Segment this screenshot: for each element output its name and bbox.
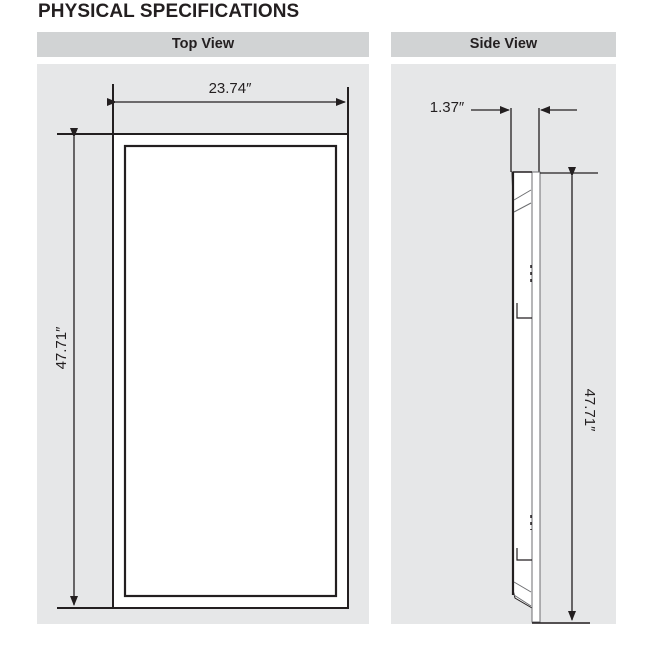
mounting-clip-top — [516, 303, 532, 319]
side-profile-body — [511, 171, 533, 622]
side-view-panel — [391, 64, 616, 624]
side-height-label: 47.71″ — [581, 389, 598, 433]
mounting-clip-bottom — [516, 548, 532, 561]
side-view-drawing — [471, 106, 598, 624]
top-width-label: 23.74″ — [209, 80, 253, 97]
top-height-label: 47.71″ — [53, 326, 70, 370]
side-depth-label: 1.37″ — [430, 99, 465, 116]
top-view-drawing — [57, 84, 349, 609]
side-view-header: Side View — [391, 32, 616, 57]
section-title: PHYSICAL SPECIFICATIONS — [38, 1, 300, 22]
top-view-header: Top View — [37, 32, 369, 57]
fixture-lens — [123, 144, 338, 598]
side-profile-flange — [531, 171, 541, 623]
